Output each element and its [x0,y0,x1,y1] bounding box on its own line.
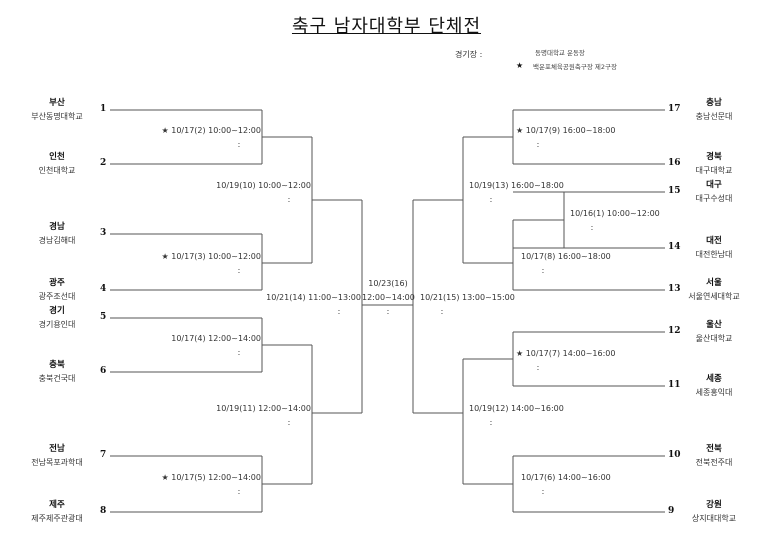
seed-number: 8 [100,506,107,516]
seed-number: 2 [100,158,107,168]
team-school: 대구대학교 [695,166,733,175]
team-school: 충남선문대 [695,112,733,121]
venue-2: 백운포체육공원축구장 제2구장 [533,63,617,71]
team-region: 충북 [49,360,65,370]
team-region: 경남 [49,222,65,232]
team-region: 세종 [706,374,722,384]
match-score: : [590,223,594,232]
team-school: 경기용인대 [38,320,76,329]
match-label: 10/19(11) 12:00~14:00 [216,404,311,413]
team-school: 울산대학교 [695,334,733,343]
team-region: 경기 [49,306,65,316]
venue-label: 경기장 : [455,50,483,59]
star-icon: ★ [516,61,524,70]
team-region: 부산 [49,98,65,108]
team-region: 울산 [706,320,722,330]
match-label: 10/21(15) 13:00~15:00 [420,293,515,302]
match-label: ★ 10/17(2) 10:00~12:00 [161,126,261,135]
team-school: 세종홍익대 [695,388,733,397]
seed-number: 1 [100,104,107,114]
team-school: 광주조선대 [38,292,76,301]
match-score: : [489,195,493,204]
team-school: 전북전주대 [695,458,733,467]
seed-number: 9 [668,506,675,516]
match-label: 10/16(1) 10:00~12:00 [570,209,660,218]
match-score: : [541,266,545,275]
match-label: 10/21(14) 11:00~13:00 [266,293,361,302]
team-region: 강원 [706,500,722,510]
team-region: 전북 [706,444,722,454]
match-label: 10/17(8) 16:00~18:00 [521,252,611,261]
team-school: 상지대대학교 [691,514,737,523]
match-score: : [237,348,241,357]
match-score: : [536,363,540,372]
match-label: 10/19(12) 14:00~16:00 [469,404,564,413]
final-score: : [386,307,390,316]
seed-number: 10 [668,450,681,460]
team-region: 충남 [706,98,722,108]
seed-number: 3 [100,228,107,238]
match-score: : [489,418,493,427]
team-school: 경남김해대 [38,236,76,245]
match-label: 10/17(4) 12:00~14:00 [171,334,261,343]
match-label: 10/17(6) 14:00~16:00 [521,473,611,482]
team-school: 인천대학교 [38,166,76,175]
team-region: 인천 [49,152,65,162]
match-score: : [237,487,241,496]
team-region: 서울 [706,278,722,288]
venue-1: 동명대학교 운동장 [535,49,585,57]
match-label: ★ 10/17(7) 14:00~16:00 [516,349,616,358]
match-label: 10/19(10) 10:00~12:00 [216,181,311,190]
seed-number: 13 [668,284,681,294]
match-label: ★ 10/17(3) 10:00~12:00 [161,252,261,261]
team-school: 대구수성대 [695,194,733,203]
team-region: 광주 [49,278,65,288]
team-school: 부산동명대학교 [31,112,83,121]
team-region: 대전 [706,236,722,246]
team-region: 제주 [49,500,65,510]
seed-number: 7 [100,450,107,460]
team-school: 전남목포과학대 [31,458,83,467]
seed-number: 5 [100,312,107,322]
team-region: 대구 [706,180,722,190]
match-score: : [536,140,540,149]
seed-number: 12 [668,326,681,336]
match-score: : [237,266,241,275]
seed-number: 16 [668,158,681,168]
match-score: : [237,140,241,149]
seed-number: 17 [668,104,681,114]
team-school: 서울연세대학교 [688,292,740,301]
seed-number: 11 [668,380,681,390]
final-date: 10/23(16) [368,279,408,288]
team-region: 경북 [706,152,722,162]
page-title: 축구 남자대학부 단체전 [291,16,482,37]
team-school: 대전한남대 [695,250,733,259]
match-score: : [337,307,341,316]
match-label: ★ 10/17(9) 16:00~18:00 [516,126,616,135]
match-label: 10/19(13) 16:00~18:00 [469,181,564,190]
match-score: : [440,307,444,316]
team-region: 전남 [49,444,65,454]
seed-number: 6 [100,366,107,376]
match-label: ★ 10/17(5) 12:00~14:00 [161,473,261,482]
team-school: 제주제주관광대 [31,514,83,523]
match-score: : [287,418,291,427]
team-school: 충북건국대 [38,374,76,383]
seed-number: 4 [100,284,107,294]
final-time: 12:00~14:00 [362,293,415,302]
seed-number: 14 [668,242,681,252]
match-score: : [287,195,291,204]
seed-number: 15 [668,186,681,196]
match-score: : [541,487,545,496]
